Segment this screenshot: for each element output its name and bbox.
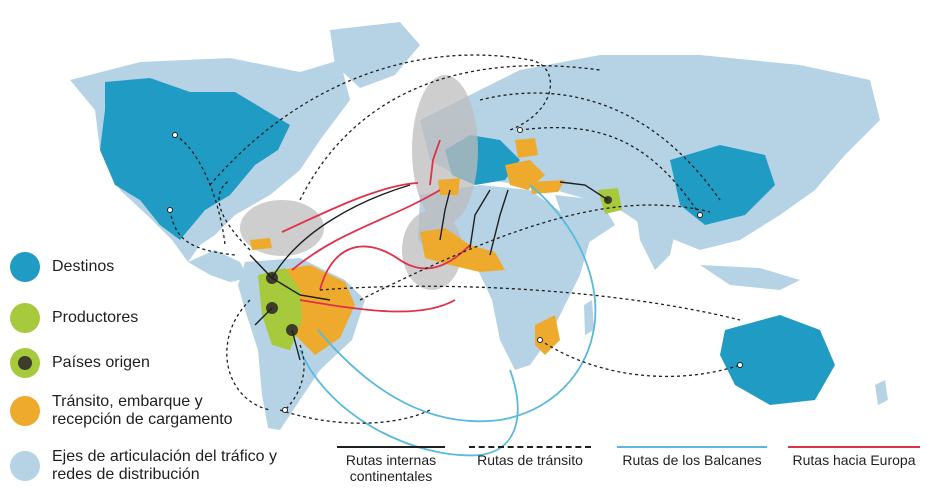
legend-item-productores: Productores: [10, 303, 138, 333]
balkans-route-2: [299, 349, 519, 457]
legend-item-transito: Tránsito, embarque y recepción de cargam…: [10, 393, 233, 429]
internal-routes: [249, 181, 609, 361]
transito-mozambique: [535, 315, 560, 355]
internal-route-9: [559, 181, 609, 201]
legend-label-destinos: Destinos: [52, 258, 115, 275]
land-greenland: [330, 22, 420, 88]
land-new-zealand: [875, 380, 888, 405]
europe-route-2: [291, 189, 441, 271]
route-swatch-europe: [788, 446, 920, 448]
transit-route-4: [299, 65, 601, 201]
balkans-route-1: [317, 184, 597, 423]
transit-route-3: [209, 54, 552, 186]
endpoint-7: [282, 407, 288, 413]
europe-route-1: [281, 182, 419, 233]
transit-route-6: [519, 127, 701, 216]
endpoint-6: [537, 337, 543, 343]
land-madagascar: [584, 300, 594, 335]
transito-turkey: [530, 180, 565, 194]
legend-label-origen: Países origen: [52, 354, 150, 371]
endpoint-5: [737, 362, 743, 368]
transit-route-2: [169, 209, 236, 256]
route-swatch-balkans: [617, 446, 767, 448]
internal-route-6: [469, 189, 491, 249]
land-eurasia: [420, 55, 880, 250]
destino-china: [670, 145, 775, 225]
legend-swatch-productores: [10, 303, 40, 333]
land-australia: [720, 315, 835, 405]
transit-route-5: [479, 92, 721, 201]
internal-route-4: [291, 329, 301, 361]
route-label-internal: Rutas internas continentales: [345, 452, 437, 484]
europe-route-3: [319, 244, 471, 291]
land-india: [635, 205, 680, 270]
endpoint-1: [172, 132, 178, 138]
legend-item-destinos: Destinos: [10, 252, 114, 282]
transito-east-europe: [515, 138, 538, 158]
transit-route-12: [284, 344, 305, 411]
internal-route-1: [249, 254, 273, 279]
endpoint-4: [697, 212, 703, 218]
land-layer: [70, 22, 888, 430]
legend-label-productores: Productores: [52, 309, 139, 326]
legend-label-transito: Tránsito, embarque y recepción de cargam…: [52, 393, 233, 428]
land-japan: [775, 135, 792, 180]
internal-route-2: [271, 277, 331, 301]
route-key-europe: Rutas hacia Europa: [786, 446, 922, 468]
legend-swatch-transito: [10, 396, 40, 426]
transit-route-7: [359, 204, 711, 301]
legend-swatch-ejes: [10, 451, 40, 481]
transit-route-13: [218, 179, 251, 251]
corridor-europe: [412, 75, 478, 225]
internal-route-8: [271, 184, 411, 279]
endpoint-3: [517, 127, 523, 133]
transit-route-1: [174, 134, 226, 246]
route-endpoints: [167, 127, 743, 413]
transit-route-11: [279, 409, 431, 424]
internal-route-5: [439, 189, 451, 241]
europe-route-5: [429, 139, 441, 186]
route-key-balkans: Rutas de los Balcanes: [612, 446, 772, 468]
transit-route-8: [319, 285, 741, 321]
transit-route-10: [226, 299, 271, 411]
legend-item-ejes: Ejes de articulación del tráfico y redes…: [10, 448, 277, 484]
transito-caribbean-islands: [250, 238, 272, 250]
route-swatch-internal: [337, 446, 445, 448]
route-label-transit: Rutas de tránsito: [477, 452, 583, 468]
transito-spain: [438, 178, 460, 195]
destino-canada-usa: [100, 78, 290, 240]
land-indonesia: [700, 265, 800, 290]
route-key-transit: Rutas de tránsito: [466, 446, 594, 468]
europe-route-4: [299, 299, 456, 313]
legend-swatch-destinos: [10, 252, 40, 282]
internal-route-3: [254, 307, 273, 326]
transit-routes: [169, 54, 741, 424]
legend-swatch-origen: [10, 348, 40, 378]
balkans-routes: [299, 184, 597, 457]
route-swatch-transit: [469, 446, 591, 448]
legend-label-ejes: Ejes de articulación del tráfico y redes…: [52, 448, 277, 483]
internal-route-7: [489, 189, 509, 256]
endpoint-2: [167, 207, 173, 213]
europe-routes: [281, 139, 471, 313]
land-central-america: [188, 250, 248, 282]
route-label-balkans: Rutas de los Balcanes: [622, 452, 762, 468]
legend-item-origen: Países origen: [10, 348, 150, 378]
land-arabia: [555, 195, 615, 245]
route-key-internal: Rutas internas continentales: [330, 446, 452, 484]
transit-route-9: [539, 339, 741, 378]
route-label-europe: Rutas hacia Europa: [792, 452, 916, 468]
